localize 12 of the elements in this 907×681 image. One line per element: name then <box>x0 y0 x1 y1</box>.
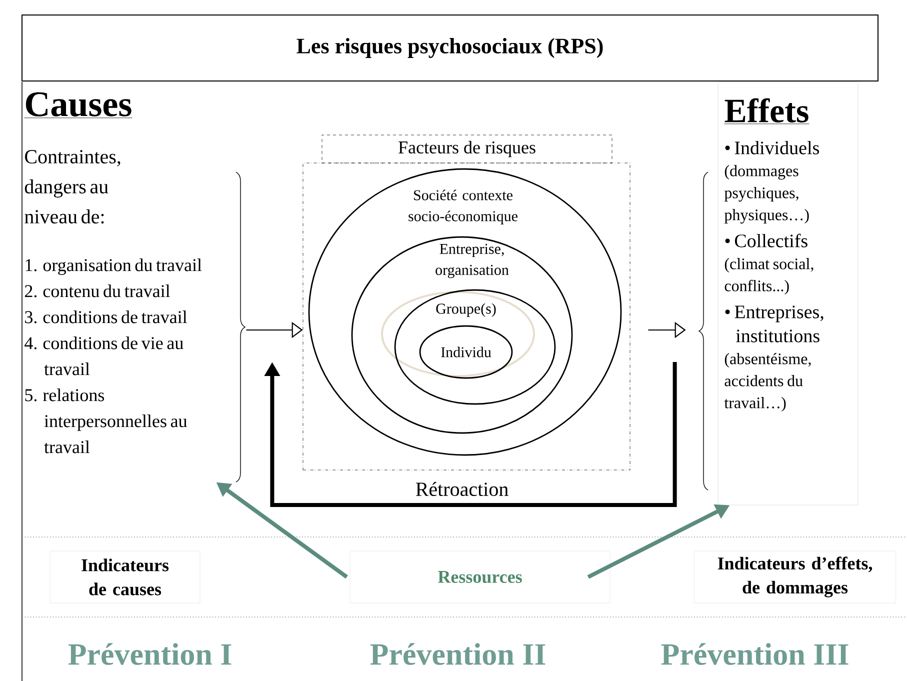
indicator-box: Indicateurs de causes <box>50 550 200 604</box>
header-box: Facteurs de risques <box>322 134 612 164</box>
prevention-label: Prévention I <box>68 643 232 665</box>
prevention-label: Prévention III <box>661 643 848 665</box>
edge-label: Rétroaction <box>414 480 510 498</box>
title-box: Les risques psychosociaux (RPS) <box>22 14 878 82</box>
indicator-box: Ressources <box>350 550 610 604</box>
indicator-box: Indicateurs d’effets, de dommages <box>694 550 896 604</box>
effects-panel: Effets • Individuels (dommages psychiques, physiques…) • Collectifs (climat social, conflits...) • Entreprises, institutions (absentéisme, accidents du travail…) <box>698 82 858 506</box>
arrow <box>264 362 677 507</box>
prevention-label: Prévention II <box>370 643 546 665</box>
causes-text: Causes Contraintes, dangers au niveau de: 1. organisation du travail 2. contenu du travail 3. conditions de travail 4. conditions de vie au travail 5. relations interpersonnelles au travail <box>24 92 246 482</box>
